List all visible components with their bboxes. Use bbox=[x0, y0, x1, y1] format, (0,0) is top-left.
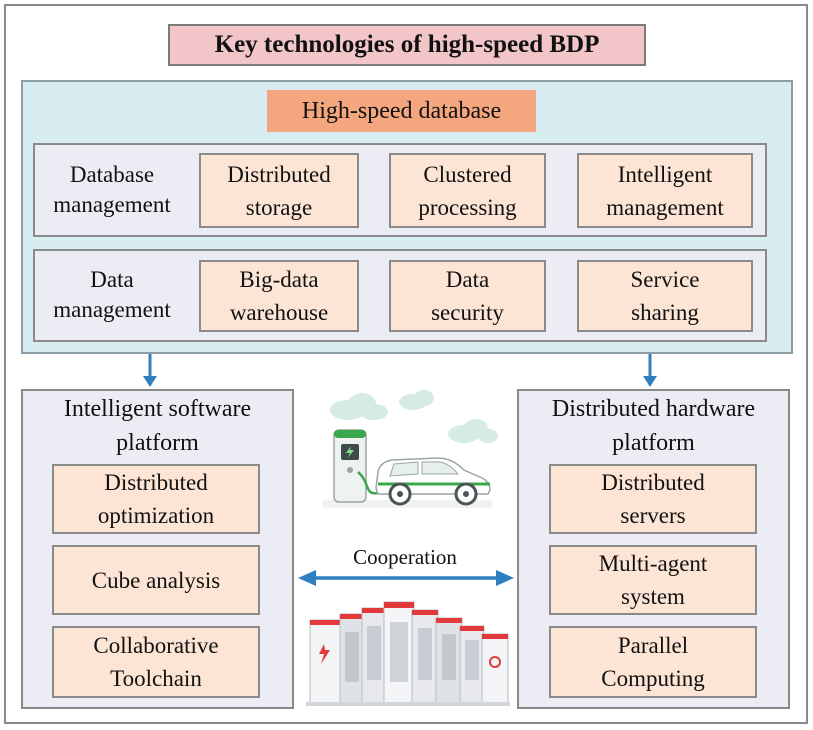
software-item-collaborative-toolchain: Collaborative Toolchain bbox=[52, 626, 260, 698]
cooperation-double-arrow bbox=[298, 570, 514, 586]
software-item-cube-analysis: Cube analysis bbox=[52, 545, 260, 615]
software-item-distributed-optimization: Distributed optimization bbox=[52, 464, 260, 534]
cell-clustered-processing: Clustered processing bbox=[389, 153, 546, 228]
arrow-down-hardware bbox=[643, 354, 657, 387]
cell-distributed-storage: Distributed storage bbox=[199, 153, 359, 228]
cell-big-data-warehouse: Big-data warehouse bbox=[199, 260, 359, 332]
row-label-data-management: Data management bbox=[53, 267, 171, 322]
diagram-title: Key technologies of high-speed BDP bbox=[168, 24, 646, 66]
cell-data-security: Data security bbox=[389, 260, 546, 332]
server-rack-icon bbox=[306, 601, 510, 706]
hardware-item-parallel-computing: Parallel Computing bbox=[549, 626, 757, 698]
hardware-item-distributed-servers: Distributed servers bbox=[549, 464, 757, 534]
cell-intelligent-management: Intelligent management bbox=[577, 153, 753, 228]
hardware-platform-title: Distributed hardware platform bbox=[551, 396, 756, 456]
hardware-item-multi-agent-system: Multi-agent system bbox=[549, 545, 757, 615]
software-platform-title: Intelligent software platform bbox=[63, 396, 252, 456]
arrow-down-software bbox=[143, 354, 157, 387]
high-speed-database-title: High-speed database bbox=[267, 90, 536, 132]
ev-charging-icon bbox=[322, 390, 498, 508]
cooperation-label: Cooperation bbox=[353, 544, 457, 569]
cell-service-sharing: Service sharing bbox=[577, 260, 753, 332]
row-label-database-management: Database management bbox=[53, 162, 171, 217]
